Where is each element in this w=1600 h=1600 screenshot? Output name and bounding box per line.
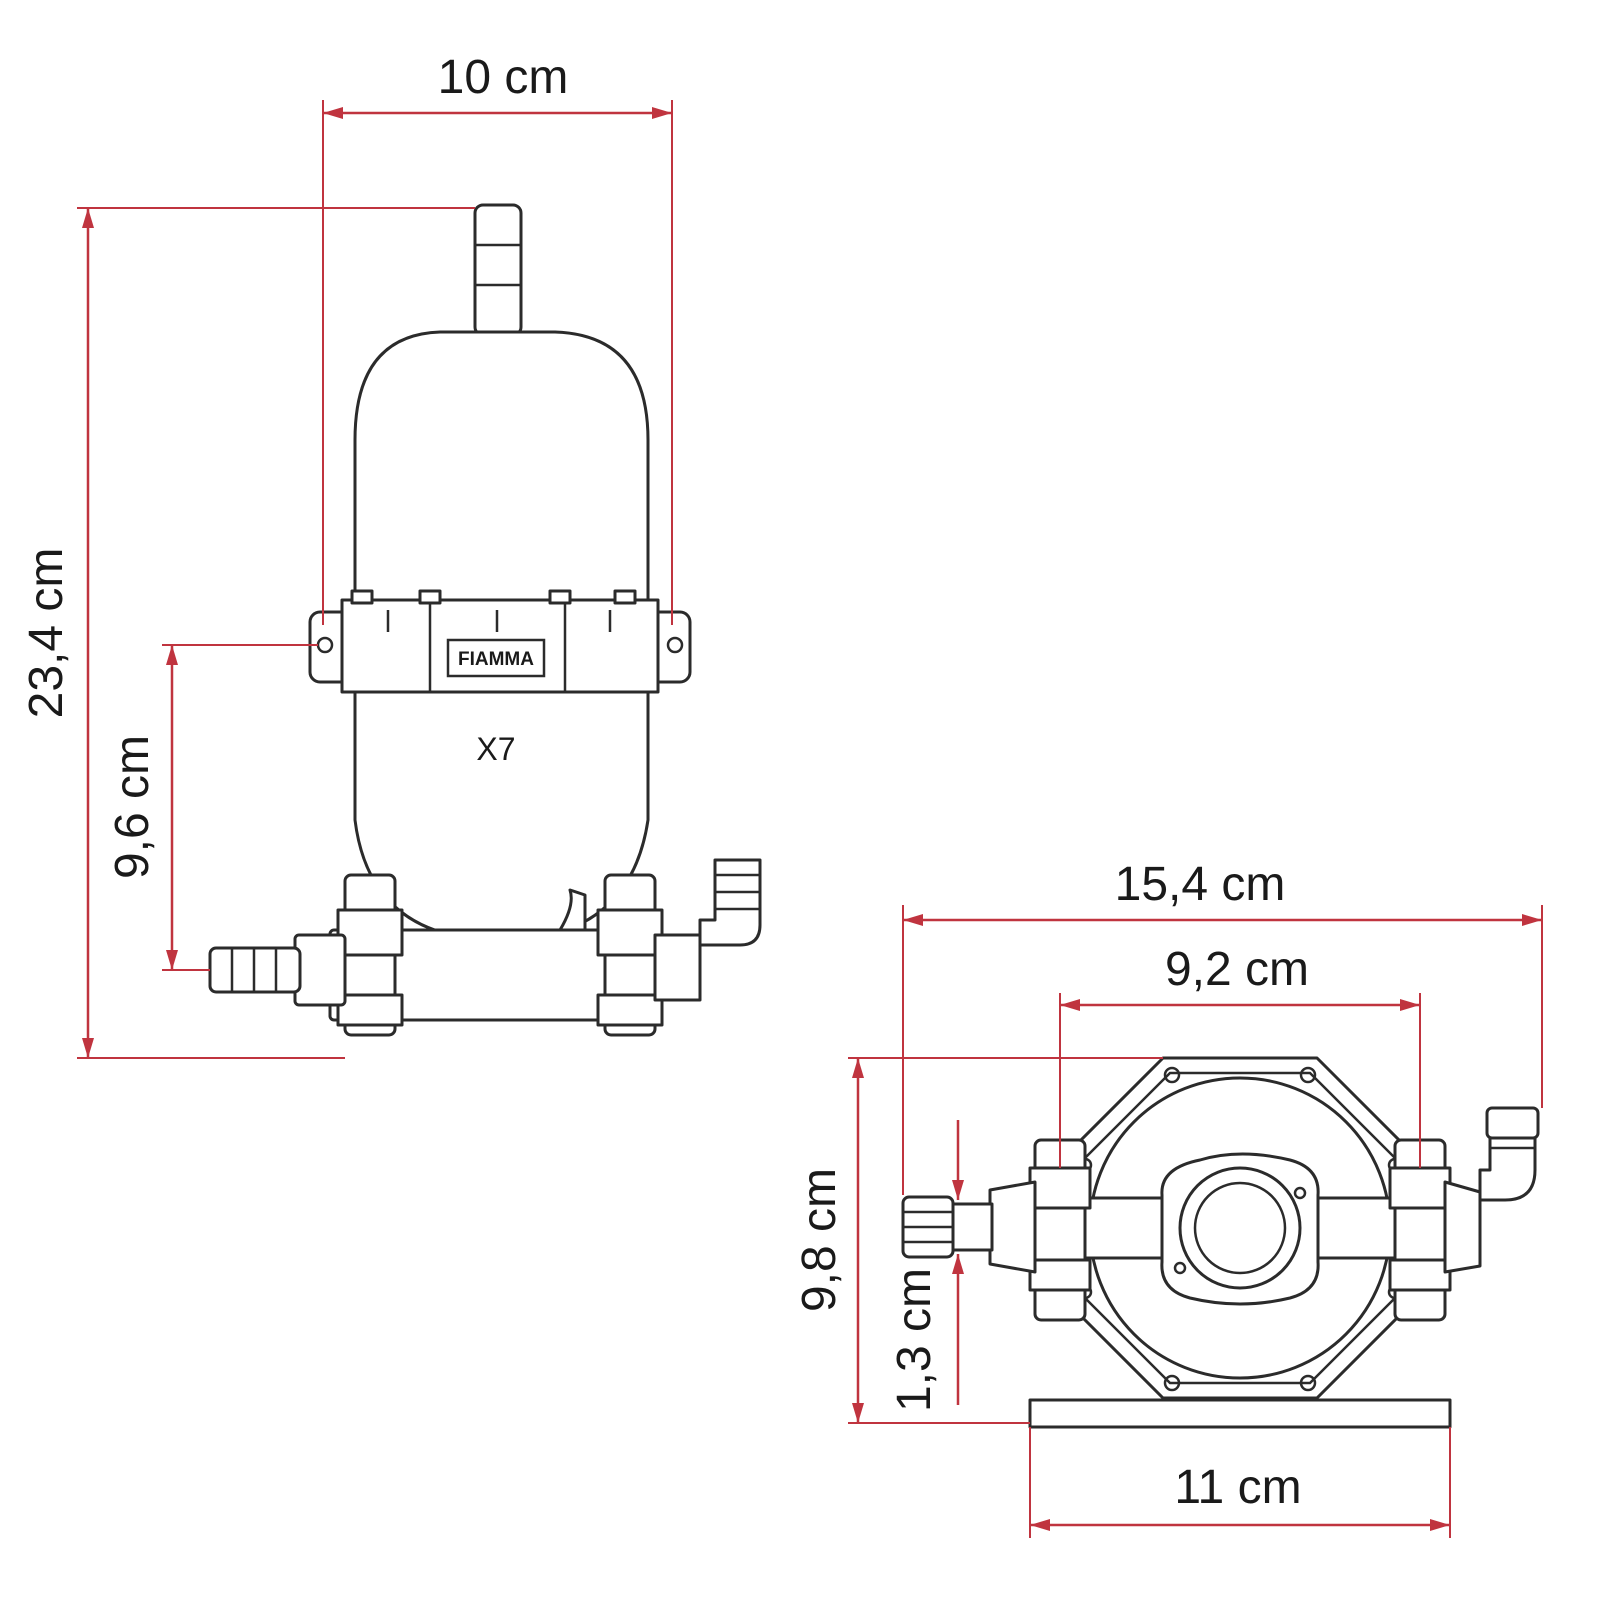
pump-port-spacing-label: 9,2 cm — [1165, 943, 1309, 996]
base-plate — [1028, 1398, 1452, 1429]
dimension-pump-port-spacing: 9,2 cm — [1059, 943, 1421, 1168]
top-nozzle — [473, 203, 523, 337]
brand-plate — [446, 638, 546, 678]
base-housing — [328, 888, 652, 1022]
dimension-pump-height: 9,8 cm — [793, 1057, 1163, 1424]
pump-left-coupling — [901, 1138, 1092, 1322]
pump-port-offset-label: 1,3 cm — [888, 1268, 941, 1412]
right-coupling — [596, 858, 762, 1037]
filter-width-label: 10 cm — [438, 51, 569, 104]
clamp-band: FIAMMA — [308, 589, 692, 694]
dimension-filter-height: 23,4 cm — [20, 207, 475, 1059]
pump-height-label: 9,8 cm — [793, 1168, 846, 1312]
pump-right-coupling — [1388, 1106, 1540, 1322]
pump-base-width-label: 11 cm — [1174, 1461, 1301, 1514]
pump-unit — [901, 1056, 1540, 1429]
dimension-pump-port-offset: 1,3 cm — [888, 1120, 964, 1412]
upper-dome — [353, 330, 650, 602]
dimension-pump-base-width: 11 cm — [1029, 1427, 1451, 1538]
body-mark: X7 — [476, 731, 515, 767]
dimension-filter-port-height: 9,6 cm — [106, 644, 318, 971]
filter-unit: FIAMMA X7 — [208, 203, 762, 1037]
dimension-pump-total-width: 15,4 cm — [902, 858, 1543, 1195]
pump-total-width-label: 15,4 cm — [1115, 858, 1286, 911]
left-coupling — [208, 873, 404, 1037]
filter-port-height-label: 9,6 cm — [106, 735, 159, 879]
dimension-filter-width: 10 cm — [322, 51, 673, 625]
brand-text: FIAMMA — [458, 649, 534, 670]
filter-height-label: 23,4 cm — [20, 548, 73, 719]
